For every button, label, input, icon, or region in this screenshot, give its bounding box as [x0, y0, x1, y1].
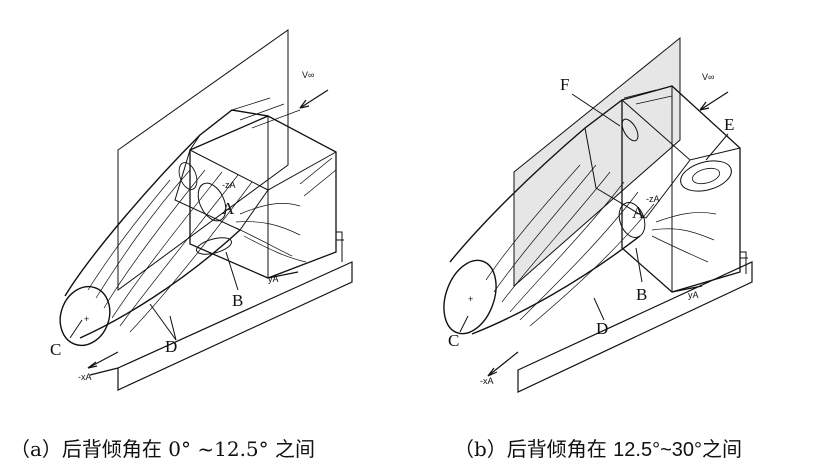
body-cylinder [449, 99, 623, 263]
label-c: C [448, 331, 459, 350]
symmetry-plane [117, 29, 289, 291]
e-leader [705, 133, 729, 161]
axis-label-y: yA [688, 290, 699, 300]
y-axis [671, 285, 703, 293]
label-b: B [636, 285, 647, 304]
axis-label-v: V∞ [302, 70, 314, 80]
caption-b-prefix: （b）后背倾角在 [454, 437, 614, 461]
svg-text:+: + [468, 294, 473, 304]
label-c: C [50, 340, 61, 359]
flow-diagram-b-svg: + A B C D E F V∞ -zA yA -xA [443, 36, 753, 393]
axis-label-y: yA [268, 274, 279, 284]
flow-diagram-a-svg: + A B C D V∞ -zA yA -xA [50, 29, 353, 391]
flow-diagram-a: + A B C D V∞ -zA yA -xA [0, 0, 410, 400]
axis-label-x: -xA [78, 372, 92, 382]
caption-b-suffix: 之间 [702, 437, 743, 461]
axis-label-v: V∞ [702, 72, 714, 82]
axis-label-z: -zA [222, 180, 236, 190]
body-end-ellipse [59, 285, 111, 347]
svg-text:+: + [84, 314, 89, 324]
label-b: B [232, 291, 243, 310]
label-a: A [222, 199, 235, 218]
b-leader [225, 251, 239, 291]
x-axis [87, 351, 119, 369]
vortex-b [196, 237, 232, 255]
x-axis [487, 351, 519, 377]
label-f: F [560, 75, 569, 94]
slant-surface [584, 127, 691, 219]
body-end-ellipse [443, 259, 497, 335]
d-leader-1 [149, 303, 177, 341]
vortex-f [621, 118, 639, 142]
caption-a: （a）后背倾角在 0° ~12.5° 之间 [10, 437, 316, 461]
body-cylinder [64, 109, 269, 297]
vortex-a [197, 182, 227, 222]
freestream-arrow [699, 91, 729, 111]
axis-label-x: -xA [480, 376, 494, 386]
vortex-a [618, 202, 646, 238]
label-d: D [165, 337, 177, 356]
d-leader [593, 297, 605, 321]
label-a: A [632, 203, 645, 222]
axis-label-z: -zA [646, 194, 660, 204]
c-leader [69, 319, 83, 339]
freestream-arrow [299, 89, 329, 109]
y-axis [267, 271, 299, 279]
c-leader [459, 315, 469, 333]
ground-line [89, 367, 119, 376]
label-d: D [596, 319, 608, 338]
caption-b-range: 12.5°~30° [613, 439, 703, 461]
b-leader [635, 247, 643, 283]
vortex-e [680, 160, 732, 192]
d-leader-2 [169, 315, 177, 341]
label-e: E [724, 115, 734, 134]
ground-plane [517, 261, 753, 393]
ground-plane [117, 261, 353, 391]
slant-surface [174, 134, 269, 231]
caption-b: （b）后背倾角在 12.5°~30°之间 [454, 433, 742, 462]
symmetry-plane [513, 36, 681, 288]
f-leader [571, 93, 621, 127]
flow-diagram-b: + A B C D E F V∞ -zA yA -xA [410, 0, 820, 400]
